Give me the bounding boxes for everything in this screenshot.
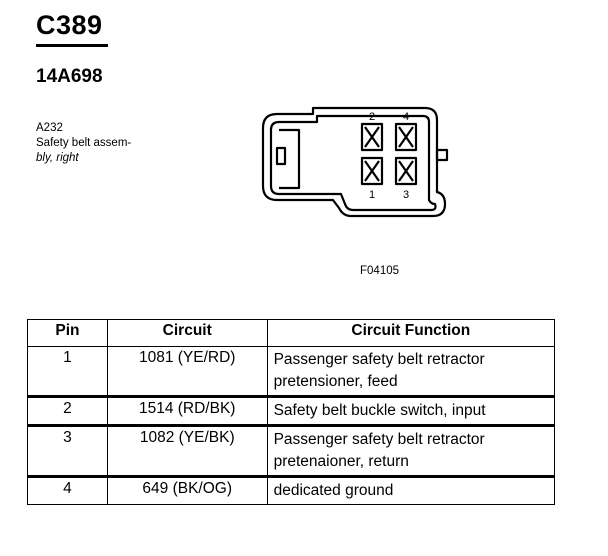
pin-cell: 4 xyxy=(27,475,108,505)
figure-code: F04105 xyxy=(360,265,400,277)
function-line: pretenaioner, return xyxy=(273,453,409,470)
pin-label-1: 1 xyxy=(369,189,375,201)
header-pin: Pin xyxy=(27,319,108,347)
pin-cell: 2 xyxy=(27,395,108,427)
pin-cavity-3 xyxy=(394,156,418,186)
circuit-cell: 1081 (YE/RD) xyxy=(106,346,268,397)
function-line: dedicated ground xyxy=(273,482,394,499)
component-name-line1: Safety belt assem- xyxy=(36,137,132,149)
connector-inner-outline xyxy=(269,114,437,212)
connector-id-underline xyxy=(36,44,108,47)
header-circuit: Circuit xyxy=(106,319,268,347)
function-line: pretensioner, feed xyxy=(273,373,398,390)
function-line: Safety belt buckle switch, input xyxy=(273,402,486,419)
table-row: 4 649 (BK/OG) dedicated ground xyxy=(27,475,556,505)
connector-face-diagram: 2 4 1 3 xyxy=(261,106,449,218)
connector-side-key xyxy=(435,148,449,162)
pin-cavity-4 xyxy=(394,122,418,152)
header-circuit-function: Circuit Function xyxy=(266,319,556,347)
circuit-cell: 1514 (RD/BK) xyxy=(106,395,268,427)
function-cell: dedicated ground xyxy=(266,475,556,505)
function-cell: Passenger safety belt retractor pretenai… xyxy=(266,425,556,477)
function-cell: Passenger safety belt retractor pretensi… xyxy=(266,346,556,397)
component-code: A232 xyxy=(36,122,63,134)
pin-cell: 1 xyxy=(27,346,108,397)
connector-latch-tab xyxy=(275,146,287,166)
pin-label-3: 3 xyxy=(403,189,409,201)
pin-cavity-1 xyxy=(360,156,384,186)
pin-table: Pin Circuit Circuit Function 1 1081 (YE/… xyxy=(27,319,556,505)
connector-housing-outline xyxy=(261,106,447,218)
connector-latch xyxy=(279,128,301,190)
table-row: 1 1081 (YE/RD) Passenger safety belt ret… xyxy=(27,346,556,397)
connector-id: C389 xyxy=(36,10,103,40)
circuit-cell: 1082 (YE/BK) xyxy=(106,425,268,477)
circuit-cell: 649 (BK/OG) xyxy=(106,475,268,505)
component-description: A232 Safety belt assem- bly, right xyxy=(36,121,131,166)
function-cell: Safety belt buckle switch, input xyxy=(266,395,556,427)
component-name-line2: bly, right xyxy=(36,152,79,164)
pin-label-2: 2 xyxy=(369,111,375,123)
function-line: Passenger safety belt retractor xyxy=(273,351,485,368)
table-row: 2 1514 (RD/BK) Safety belt buckle switch… xyxy=(27,395,556,427)
pin-cavity-2 xyxy=(360,122,384,152)
pin-cell: 3 xyxy=(27,425,108,477)
part-number: 14A698 xyxy=(36,66,103,87)
function-line: Passenger safety belt retractor xyxy=(273,431,485,448)
table-row: 3 1082 (YE/BK) Passenger safety belt ret… xyxy=(27,425,556,477)
pin-label-4: 4 xyxy=(403,111,409,123)
table-header-row: Pin Circuit Circuit Function xyxy=(27,319,556,347)
